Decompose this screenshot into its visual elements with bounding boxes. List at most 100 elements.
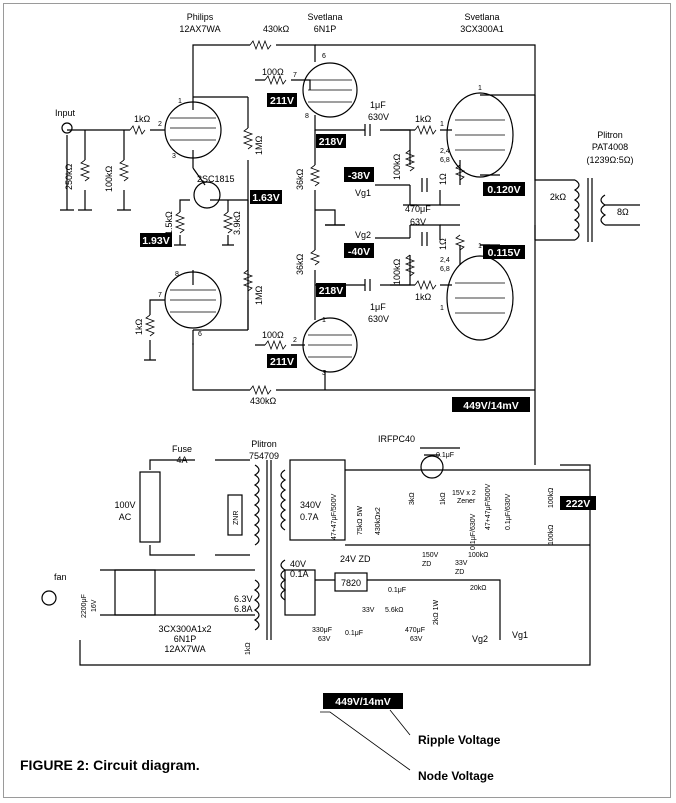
zd-33b: ZD bbox=[455, 569, 464, 576]
r-5-6k: 5.6kΩ bbox=[385, 607, 403, 614]
v0120: 0.120V bbox=[487, 184, 520, 196]
ot-ratio: (1239Ω:5Ω) bbox=[587, 155, 634, 165]
c-330v: 63V bbox=[318, 636, 331, 643]
zd-150: 150V bbox=[422, 552, 439, 559]
r-1m-a: 1MΩ bbox=[254, 135, 264, 155]
pin-3b: 3 bbox=[322, 370, 326, 377]
resistors bbox=[79, 39, 466, 396]
vg2-out: Vg2 bbox=[472, 634, 488, 644]
regulator-7820 bbox=[334, 572, 368, 592]
pt-maker: Plitron bbox=[251, 439, 277, 449]
bias-bridge bbox=[284, 569, 316, 616]
pin-2a: 2 bbox=[158, 121, 162, 128]
pin-1b: 1 bbox=[322, 317, 326, 324]
v-neg38: -38V bbox=[348, 170, 370, 182]
c-470bv: 63V bbox=[410, 636, 423, 643]
sec-01: 0.1A bbox=[290, 569, 309, 579]
heater-bridge bbox=[114, 569, 156, 616]
legend-node: Node Voltage bbox=[418, 769, 494, 783]
tube-6n1p-upper bbox=[302, 62, 358, 118]
c-01u-a: 0.1μF bbox=[436, 452, 454, 459]
pin-1f: 1 bbox=[440, 305, 444, 312]
r-100k-in: 100kΩ bbox=[104, 165, 114, 192]
input-label: Input bbox=[55, 108, 76, 118]
r-1m-b: 1MΩ bbox=[254, 285, 264, 305]
pin-7a: 7 bbox=[158, 292, 162, 299]
vg1-out: Vg1 bbox=[512, 630, 528, 640]
pin-3a: 3 bbox=[172, 153, 176, 160]
v-neg40: -40V bbox=[348, 246, 370, 258]
pins-b2: 6,8 bbox=[440, 266, 450, 273]
fuse-label: Fuse bbox=[172, 444, 192, 454]
v0115: 0.115V bbox=[488, 247, 521, 259]
ac-label: 100V bbox=[114, 500, 135, 510]
r-1k-heat: 1kΩ bbox=[245, 642, 252, 655]
znr-varistor bbox=[227, 494, 243, 536]
r-100-top: 100Ω bbox=[262, 67, 284, 77]
v218-bot: 218V bbox=[319, 285, 344, 297]
r-100-bot: 100Ω bbox=[262, 330, 284, 340]
zd-150b: ZD bbox=[422, 561, 431, 568]
sec-07: 0.7A bbox=[300, 512, 319, 522]
voltage-tags: 211V 218V -38V -40V 218V 211V 1.63V 1.93… bbox=[140, 93, 596, 510]
v222: 222V bbox=[566, 498, 591, 510]
svetlana-output-model: 3CX300A1 bbox=[460, 24, 504, 34]
zd-33: 33V bbox=[455, 560, 468, 567]
vg1-label: Vg1 bbox=[355, 188, 371, 198]
sec-63: 6.3V bbox=[234, 594, 253, 604]
svetlana-output-maker: Svetlana bbox=[464, 12, 499, 22]
sec-68: 6.8A bbox=[234, 604, 253, 614]
v211-top: 211V bbox=[270, 95, 294, 107]
cap-47b: 47+47μF/500V bbox=[485, 483, 492, 530]
transistor-label: 2SC1815 bbox=[197, 174, 235, 184]
labels: Philips 12AX7WA Svetlana 6N1P Svetlana 3… bbox=[54, 12, 633, 655]
capacitors bbox=[364, 124, 428, 291]
c-1u-bot: 1μF bbox=[370, 302, 386, 312]
pin-1d: 1 bbox=[440, 121, 444, 128]
r-100k-g2: 100kΩ bbox=[392, 258, 402, 285]
c-630-bot: 630V bbox=[368, 314, 389, 324]
irfpc40-label: IRFPC40 bbox=[378, 434, 415, 444]
v193: 1.93V bbox=[142, 235, 169, 247]
pin-1e: 1 bbox=[478, 243, 482, 250]
pins-a: 2,4 bbox=[440, 148, 450, 155]
c-63v: 63V bbox=[410, 217, 426, 227]
fan-icon bbox=[41, 590, 57, 606]
zener2-label: Zener bbox=[457, 498, 476, 505]
r-3-9k: 3.9kΩ bbox=[232, 211, 242, 235]
zener-label: 15V x 2 bbox=[452, 490, 476, 497]
c-01-630: 0.1μF/630V bbox=[470, 513, 477, 550]
heaters1: 3CX300A1x2 bbox=[158, 624, 211, 634]
r-100k-ps1: 100kΩ bbox=[548, 488, 555, 508]
legend: 449V/14mV Ripple Voltage Node Voltage bbox=[320, 693, 501, 783]
r-100k-ps2: 100kΩ bbox=[548, 525, 555, 545]
pin-6a: 6 bbox=[198, 331, 202, 338]
heaters3: 12AX7WA bbox=[164, 644, 205, 654]
cap-47a: 47+47μF/500V bbox=[331, 493, 338, 540]
r-20k: 20kΩ bbox=[470, 585, 487, 592]
c-2200: 2200μF bbox=[81, 594, 88, 618]
r-1k-grid-bot: 1kΩ bbox=[415, 292, 432, 302]
pin-8a: 8 bbox=[175, 271, 179, 278]
tube-3cx300-upper bbox=[446, 92, 514, 178]
svetlana-driver-model: 6N1P bbox=[314, 24, 337, 34]
r-430k-bot: 430kΩ bbox=[250, 396, 277, 406]
r-1k-lower: 1kΩ bbox=[134, 318, 144, 335]
tube-6n1p-lower bbox=[302, 317, 358, 373]
pins-b: 2,4 bbox=[440, 257, 450, 264]
philips-model: 12AX7WA bbox=[179, 24, 220, 34]
ac2-label: AC bbox=[119, 512, 132, 522]
r-3k: 3kΩ bbox=[409, 492, 416, 505]
svetlana-driver-maker: Svetlana bbox=[307, 12, 342, 22]
pin-8b: 8 bbox=[305, 113, 309, 120]
c-16v: 16V bbox=[91, 599, 98, 612]
power-supply-wiring bbox=[41, 447, 591, 666]
r-1k-grid-top: 1kΩ bbox=[415, 114, 432, 124]
ot-secondary: 8Ω bbox=[617, 207, 629, 217]
philips-maker: Philips bbox=[187, 12, 214, 22]
r-100k-g1: 100kΩ bbox=[392, 153, 402, 180]
figure-caption: FIGURE 2: Circuit diagram. bbox=[20, 757, 200, 773]
pin-6b: 6 bbox=[322, 53, 326, 60]
amplifier-wiring bbox=[60, 44, 640, 465]
